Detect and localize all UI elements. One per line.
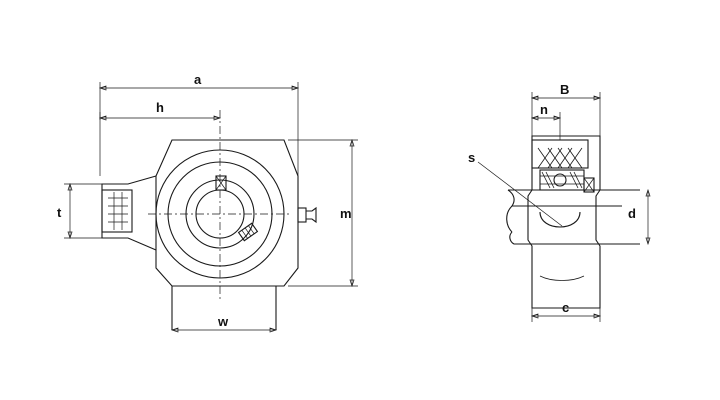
dim-h-arrows bbox=[98, 115, 222, 121]
dim-B-line bbox=[531, 92, 601, 136]
shaft-bottom bbox=[509, 231, 622, 245]
dim-s-leader bbox=[477, 161, 563, 227]
label-B: B bbox=[560, 82, 569, 97]
shaft-top bbox=[507, 189, 622, 207]
side-tab-guide bbox=[113, 192, 123, 230]
dim-c-arrows bbox=[530, 313, 602, 319]
side-tab bbox=[101, 175, 157, 251]
dim-t-line bbox=[64, 183, 104, 239]
dim-w-arrows bbox=[170, 327, 278, 333]
label-h: h bbox=[156, 100, 164, 115]
dim-B-arrows bbox=[530, 95, 602, 101]
label-d: d bbox=[628, 206, 636, 221]
label-c: c bbox=[562, 300, 569, 315]
top-set-screw-cross bbox=[215, 175, 227, 191]
dim-d-arrows bbox=[645, 188, 651, 246]
outer-ring-section bbox=[531, 139, 589, 169]
label-n: n bbox=[540, 102, 548, 117]
seal-right bbox=[569, 171, 583, 189]
grease-nipple bbox=[297, 206, 317, 224]
side-tab-block bbox=[101, 189, 133, 233]
dim-m-line bbox=[288, 139, 358, 287]
side-view: B n s d c bbox=[468, 82, 651, 322]
ball bbox=[553, 173, 567, 187]
top-set-screw bbox=[215, 175, 227, 191]
dim-a-line bbox=[99, 82, 299, 200]
label-a: a bbox=[194, 72, 202, 87]
side-tab-slots bbox=[108, 197, 128, 223]
dim-n-arrows bbox=[530, 115, 562, 121]
race-detail bbox=[540, 175, 584, 185]
dim-m-arrows bbox=[349, 138, 355, 288]
dim-a-arrows bbox=[98, 85, 300, 91]
dim-t-arrows bbox=[67, 182, 73, 240]
dim-n-line bbox=[532, 112, 561, 140]
label-w: w bbox=[217, 314, 229, 329]
label-t: t bbox=[57, 205, 62, 220]
dim-c-line bbox=[531, 308, 601, 322]
label-m: m bbox=[340, 206, 352, 221]
front-view: a h t m w bbox=[57, 72, 358, 333]
outer-ring-hatch bbox=[537, 147, 583, 169]
angled-set-screw bbox=[237, 222, 259, 242]
side-housing-outline bbox=[527, 135, 601, 309]
side-set-screw bbox=[583, 177, 595, 193]
label-s: s bbox=[468, 150, 475, 165]
seal-left bbox=[541, 171, 555, 189]
housing-outline bbox=[155, 139, 299, 287]
lower-arc bbox=[539, 275, 585, 281]
bore-arc bbox=[539, 211, 581, 228]
dim-h-line bbox=[99, 112, 220, 120]
shaft-left-end bbox=[506, 205, 513, 233]
mounting-plate bbox=[171, 286, 277, 330]
side-set-screw-cross bbox=[583, 177, 595, 193]
